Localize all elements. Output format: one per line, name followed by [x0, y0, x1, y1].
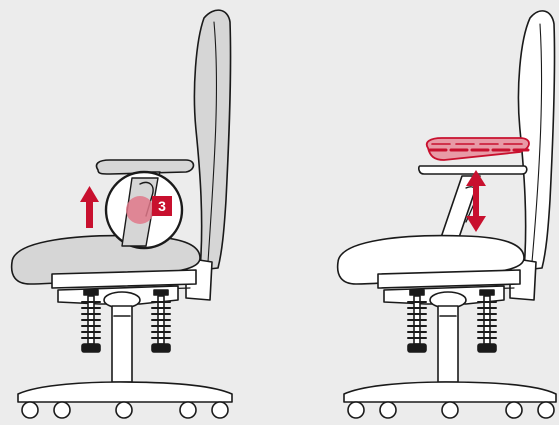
left-seat-pan [51, 269, 197, 289]
step-badge: 3 [152, 196, 172, 216]
right-backrest [517, 10, 556, 271]
left-chair [10, 9, 233, 419]
left-spring-front [81, 289, 101, 353]
right-gas-lift [437, 305, 459, 383]
left-gas-lift [111, 305, 133, 383]
right-armrest-base [418, 165, 528, 175]
right-spring-rear [477, 289, 497, 353]
right-spring-front [407, 289, 427, 353]
left-casters [21, 401, 229, 419]
left-base [17, 381, 233, 403]
left-backrest [193, 9, 232, 271]
lever-highlight [126, 196, 154, 224]
right-base [343, 381, 557, 403]
right-chair [336, 10, 557, 419]
left-armrest-pad [95, 159, 195, 175]
up-arrow-icon [80, 186, 99, 228]
left-spring-rear [151, 289, 171, 353]
step-badge-label: 3 [158, 198, 166, 214]
right-seat-pan [377, 269, 521, 289]
up-down-arrow-icon [466, 170, 486, 232]
right-casters [347, 401, 555, 419]
